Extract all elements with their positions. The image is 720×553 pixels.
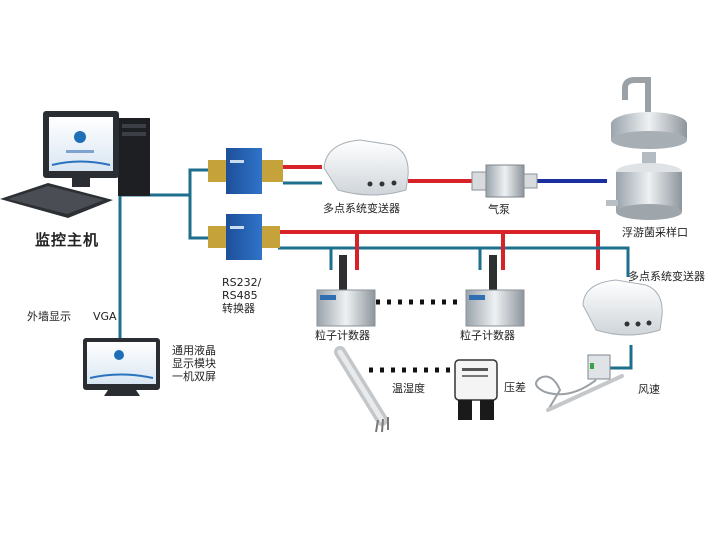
transmitter-right-icon bbox=[582, 279, 663, 336]
converter-2-icon bbox=[208, 214, 280, 260]
sampler-bottom-icon bbox=[606, 152, 682, 220]
lcd-label-line3: 一机双屏 bbox=[172, 370, 216, 383]
pressure-sensor-icon bbox=[454, 359, 498, 420]
temp-humidity-label: 温湿度 bbox=[392, 382, 425, 395]
connection-lines bbox=[118, 165, 633, 373]
host-computer-icon bbox=[0, 111, 150, 218]
wall-display-monitor-icon bbox=[83, 338, 160, 396]
particle-counter-2-label: 粒子计数器 bbox=[460, 329, 515, 342]
lcd-label-line2: 显示模块 bbox=[172, 357, 216, 370]
wind-speed-label: 风速 bbox=[638, 383, 660, 396]
sampler-top-icon bbox=[611, 77, 687, 149]
wall-display-label: 外墙显示 bbox=[27, 310, 71, 323]
air-pump-icon bbox=[471, 164, 538, 198]
particle-counter-1-icon bbox=[316, 255, 376, 327]
transmitter-top-icon bbox=[323, 139, 409, 196]
converter-label-line1: RS232/ bbox=[222, 276, 262, 289]
pump-label: 气泵 bbox=[488, 203, 510, 216]
particle-counter-1-label: 粒子计数器 bbox=[315, 329, 370, 342]
pressure-label: 压差 bbox=[504, 381, 526, 394]
host-label: 监控主机 bbox=[35, 231, 100, 249]
bus-teal-line bbox=[278, 246, 630, 277]
bus-red-line bbox=[278, 230, 600, 270]
converter-1-icon bbox=[208, 148, 283, 194]
converter-label-line3: 转换器 bbox=[222, 302, 255, 315]
host-network-line bbox=[118, 168, 208, 340]
sampler-label: 浮游菌采样口 bbox=[622, 226, 688, 239]
lcd-label-line1: 通用液晶 bbox=[172, 344, 216, 357]
wind-speed-sensor-icon bbox=[535, 354, 624, 412]
temp-humidity-probe-icon bbox=[334, 346, 389, 433]
vga-label: VGA bbox=[93, 310, 117, 323]
transmitter-top-label: 多点系统变送器 bbox=[323, 202, 400, 215]
converter-label-line2: RS485 bbox=[222, 289, 258, 302]
transmitter-right-label: 多点系统变送器 bbox=[628, 270, 705, 283]
particle-counter-2-icon bbox=[465, 255, 525, 327]
